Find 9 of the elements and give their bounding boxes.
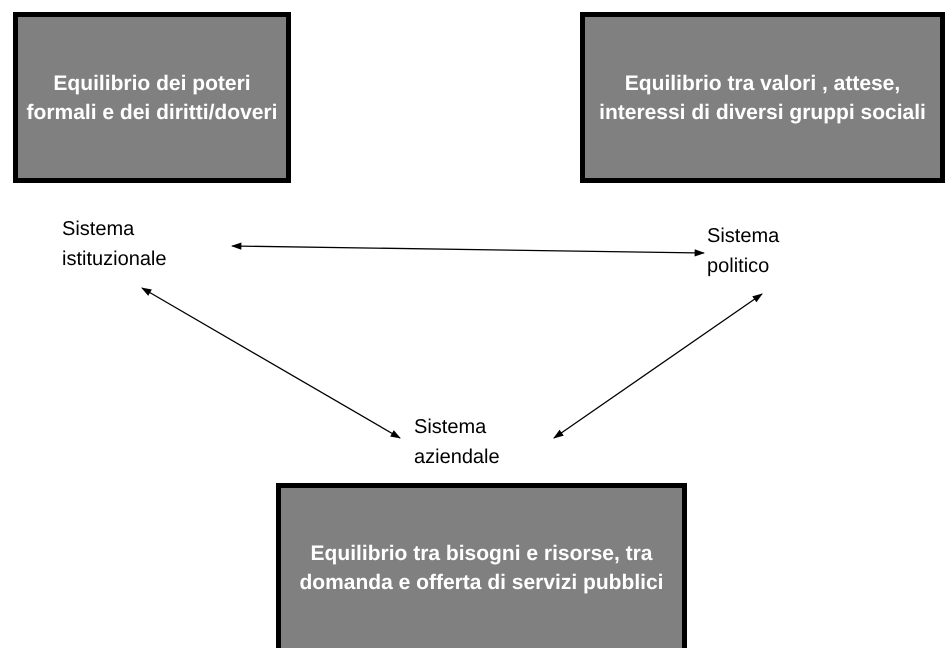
system-label: Sistema politico (707, 224, 780, 279)
text-box: Equilibrio dei poteri formali e dei diritti/doveri (13, 12, 291, 183)
double-arrow (141, 287, 401, 439)
text-box: Equilibrio tra valori , attese, interessi di diversi gruppi sociali (580, 12, 945, 183)
double-arrow (553, 293, 763, 439)
double-arrow (230, 242, 706, 256)
text-box: Equilibrio tra bisogni e risorse, tra domanda e offerta di servizi pubblici (276, 483, 687, 648)
system-label: Sistema aziendale (414, 415, 501, 470)
system-label: Sistema istituzionale (62, 217, 168, 272)
